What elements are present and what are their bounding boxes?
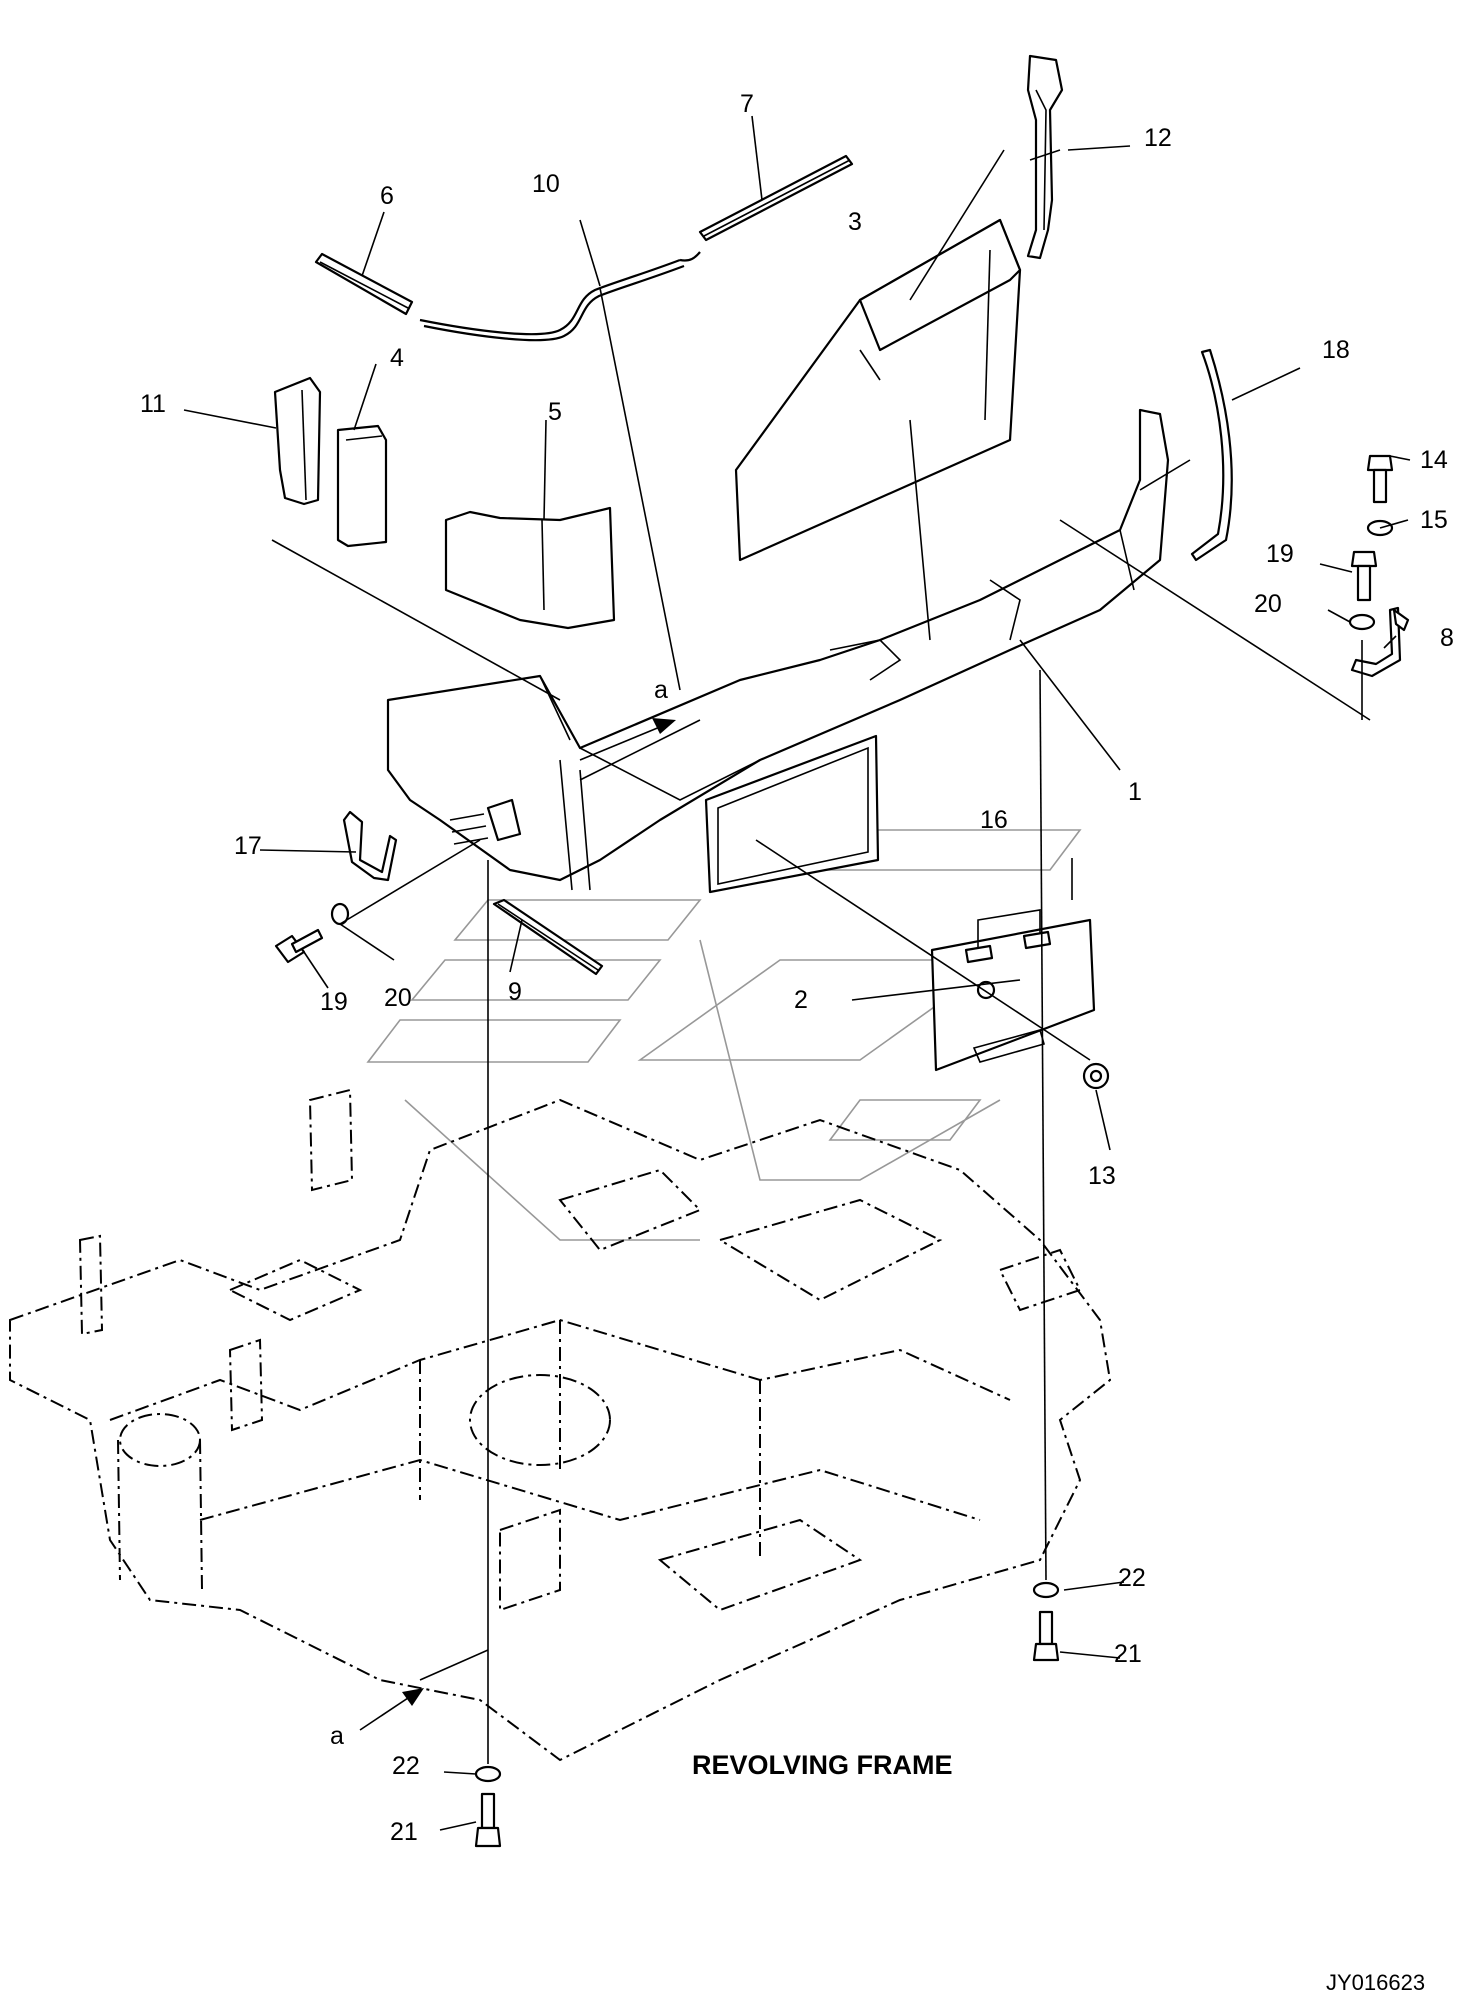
callout-labels: 1 2 3 4 5 6 7 8 9 10 11 12 13 14 15 16 1… bbox=[140, 90, 1454, 1846]
callout-6: 6 bbox=[380, 182, 394, 210]
part-22-washer-right bbox=[1032, 1581, 1060, 1599]
part-13-grommet bbox=[1082, 1062, 1110, 1090]
callout-20-right: 20 bbox=[1254, 590, 1282, 618]
part-6-seal-strip bbox=[314, 252, 414, 316]
callout-13: 13 bbox=[1088, 1162, 1116, 1190]
part-16-clips bbox=[964, 909, 1052, 964]
callout-19-right: 19 bbox=[1266, 540, 1294, 568]
callout-22-left: 22 bbox=[392, 1752, 420, 1780]
part-19-bolt-left bbox=[274, 928, 324, 964]
reference-arrow-upper bbox=[579, 718, 676, 761]
callout-21-right: 21 bbox=[1114, 1640, 1142, 1668]
part-17-bracket bbox=[342, 810, 398, 882]
ref-letter-lower: a bbox=[330, 1722, 344, 1750]
part-19-bolt-right bbox=[1350, 550, 1378, 602]
callout-12: 12 bbox=[1144, 124, 1172, 152]
part-7-seal-strip bbox=[698, 154, 854, 242]
callout-17: 17 bbox=[234, 832, 262, 860]
callout-9: 9 bbox=[508, 978, 522, 1006]
callout-8: 8 bbox=[1440, 624, 1454, 652]
part-8-bracket bbox=[1350, 606, 1410, 678]
callout-16: 16 bbox=[980, 806, 1008, 834]
callout-14: 14 bbox=[1420, 446, 1448, 474]
callout-15: 15 bbox=[1420, 506, 1448, 534]
part-12-corner-trim bbox=[1026, 54, 1064, 260]
callout-2: 2 bbox=[794, 986, 808, 1014]
callout-22-right: 22 bbox=[1118, 1564, 1146, 1592]
drawing-code: JY016623 bbox=[1326, 1970, 1425, 1995]
part-21-bolt-right bbox=[1032, 1610, 1060, 1662]
part-21-bolt-left bbox=[474, 1792, 502, 1848]
part-10-wire bbox=[419, 251, 701, 342]
part-3-cover-panel bbox=[734, 218, 1022, 562]
callout-5: 5 bbox=[548, 398, 562, 426]
part-22-washer-left bbox=[474, 1765, 502, 1783]
callout-11: 11 bbox=[140, 390, 166, 418]
callout-19-left: 19 bbox=[320, 988, 348, 1016]
callout-1: 1 bbox=[1128, 778, 1142, 806]
reference-arrow-lower bbox=[359, 1688, 424, 1731]
callout-3: 3 bbox=[848, 208, 862, 236]
callout-18: 18 bbox=[1322, 336, 1350, 364]
callout-21-left: 21 bbox=[390, 1818, 418, 1846]
revolving-frame bbox=[9, 1088, 1112, 1762]
part-9-seal-strip bbox=[492, 898, 604, 976]
part-20-washer-right bbox=[1348, 613, 1376, 631]
callout-7: 7 bbox=[740, 90, 754, 118]
caption-revolving-frame: REVOLVING FRAME bbox=[692, 1750, 953, 1780]
callout-leaders bbox=[183, 115, 1411, 1831]
part-18-trim-strip bbox=[1190, 348, 1233, 562]
part-5-side-panel bbox=[444, 506, 616, 630]
part-1-counterweight bbox=[386, 408, 1170, 894]
part-4-pad bbox=[336, 424, 388, 548]
part-11-side-cover bbox=[273, 376, 322, 506]
part-14-bolt bbox=[1366, 454, 1394, 504]
callout-10: 10 bbox=[532, 170, 560, 198]
callout-4: 4 bbox=[390, 344, 404, 372]
ref-letter-upper: a bbox=[654, 676, 668, 704]
callout-20-left: 20 bbox=[384, 984, 412, 1012]
assembly-lines bbox=[271, 287, 1371, 1764]
